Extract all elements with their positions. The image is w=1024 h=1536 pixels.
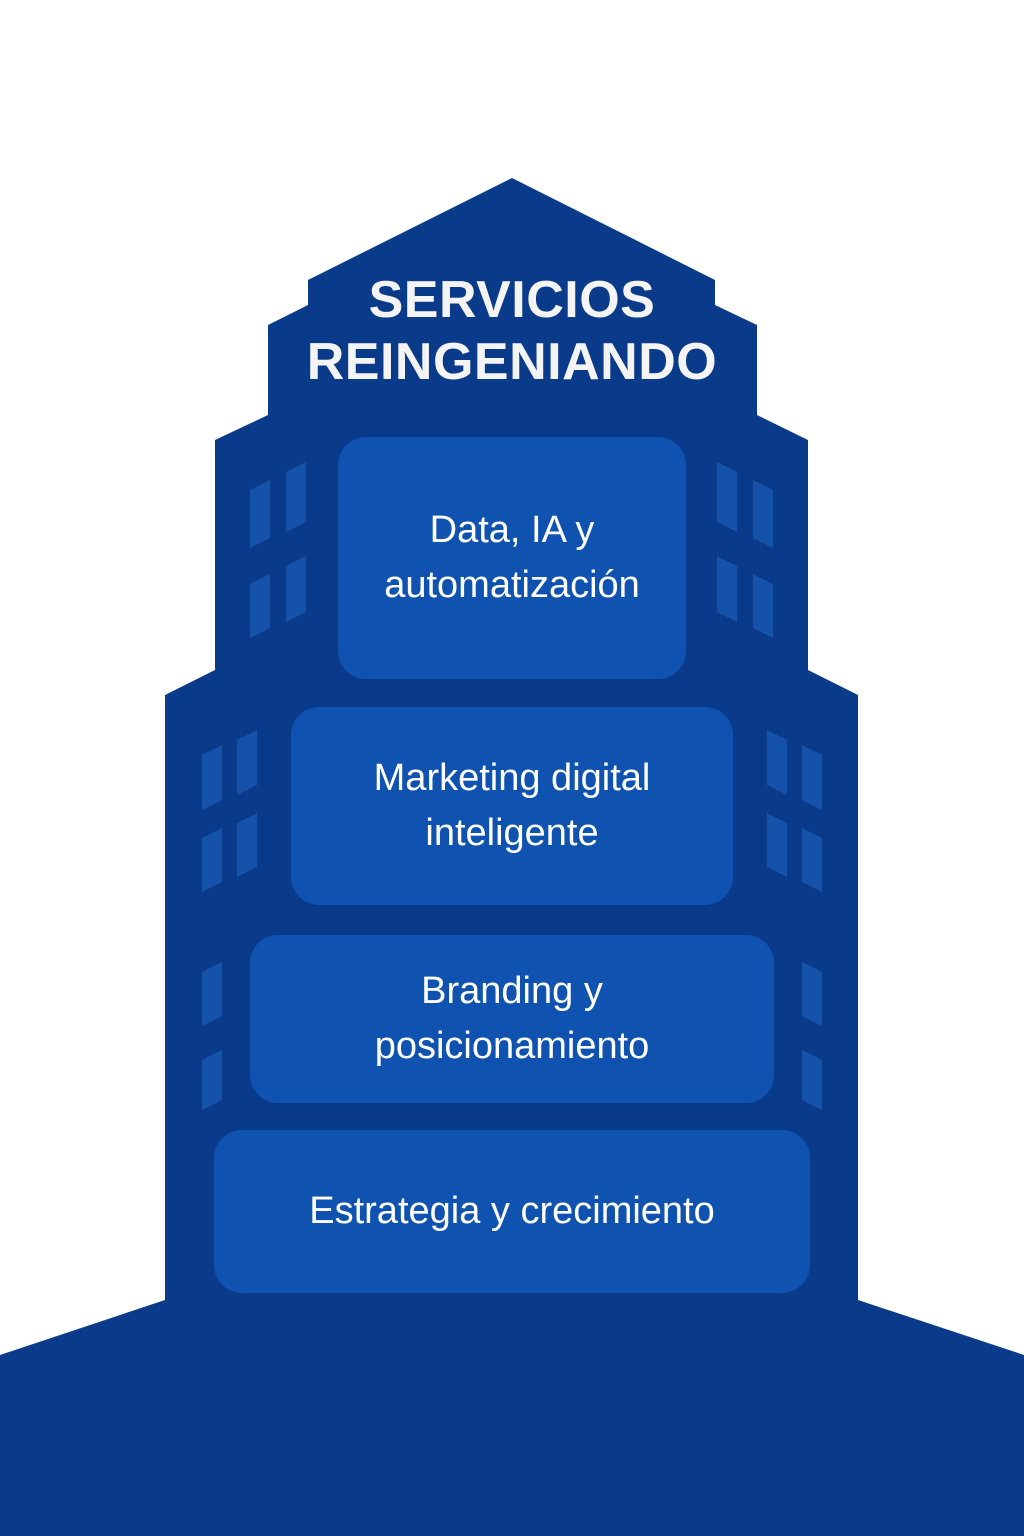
window — [202, 745, 222, 810]
windows — [202, 462, 822, 1110]
window — [202, 1050, 222, 1110]
window — [802, 828, 822, 892]
floor-label: Branding y posicionamiento — [374, 970, 650, 1067]
window — [250, 574, 270, 638]
floor-label: Data, IA y automatización — [384, 509, 640, 606]
window — [237, 730, 257, 795]
window — [250, 480, 270, 548]
window — [802, 962, 822, 1026]
floor-estrategia: Estrategia y crecimiento — [214, 1130, 810, 1293]
window — [753, 574, 773, 638]
window — [237, 813, 257, 877]
page-title: SERVICIOS REINGENIANDO — [0, 269, 1024, 393]
window — [286, 556, 306, 622]
window — [767, 730, 787, 795]
window — [202, 828, 222, 892]
floor-marketing: Marketing digital inteligente — [291, 707, 733, 905]
window — [753, 480, 773, 548]
window — [717, 556, 737, 622]
window — [286, 462, 306, 532]
title-line-2: REINGENIANDO — [306, 333, 718, 391]
window — [202, 962, 222, 1026]
window — [802, 745, 822, 810]
title-line-1: SERVICIOS — [368, 271, 656, 329]
floor-branding: Branding y posicionamiento — [250, 935, 774, 1103]
window — [717, 462, 737, 532]
window — [802, 1050, 822, 1110]
floor-label: Estrategia y crecimiento — [309, 1190, 715, 1232]
floor-data-ia: Data, IA y automatización — [338, 437, 686, 679]
floor-label: Marketing digital inteligente — [373, 757, 651, 854]
window — [767, 813, 787, 877]
